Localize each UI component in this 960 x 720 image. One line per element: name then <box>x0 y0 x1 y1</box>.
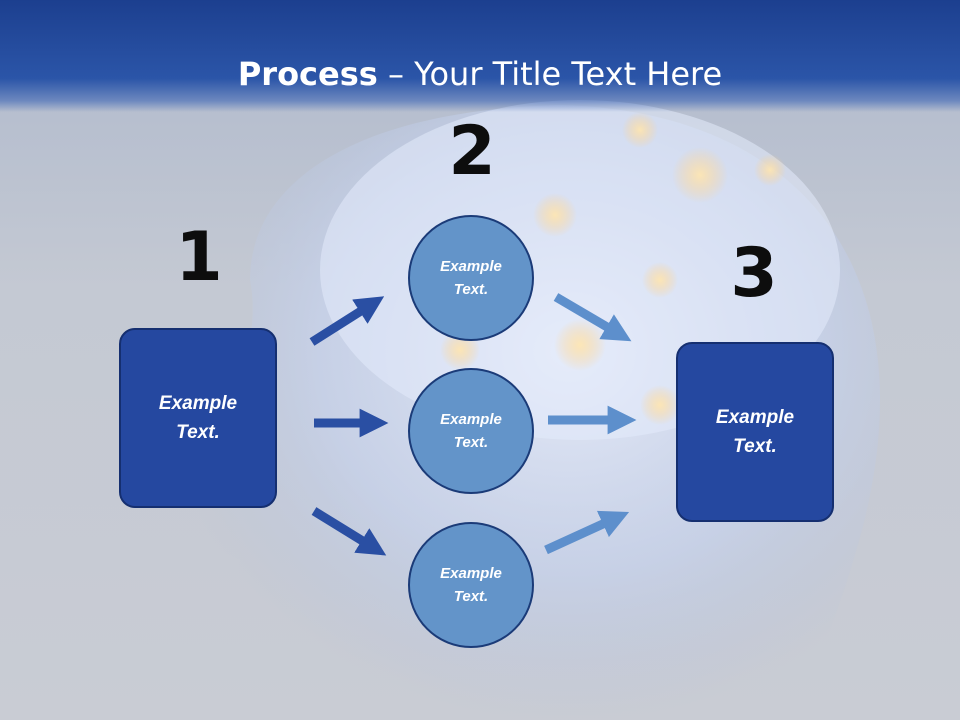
step-1-text: Example Text. <box>158 393 238 443</box>
arrow-2a-to-3 <box>553 293 632 342</box>
step-1-box: Example Text. <box>119 328 277 508</box>
arrow-1-to-2c <box>311 507 387 556</box>
step-2-circle-1: Example Text. <box>408 215 534 341</box>
arrow-1-to-2a <box>309 296 385 346</box>
step-2-item-2-text: Example Text. <box>440 411 502 451</box>
step-2-number: 2 <box>448 112 496 191</box>
title-bar <box>0 0 960 112</box>
step-3-text: Example Text. <box>715 407 795 457</box>
step-2-circle-2: Example Text. <box>408 368 534 494</box>
title-rest: – Your Title Text Here <box>377 55 723 93</box>
step-3-number: 3 <box>730 234 778 313</box>
step-3-box: Example Text. <box>676 342 834 522</box>
title-bold: Process <box>237 55 378 93</box>
step-2-circle-3: Example Text. <box>408 522 534 648</box>
step-2-item-1-text: Example Text. <box>440 258 502 298</box>
step-1-number: 1 <box>175 218 223 297</box>
step-2-item-3-text: Example Text. <box>440 565 502 605</box>
slide-title: Process – Your Title Text Here <box>0 52 960 96</box>
arrow-2c-to-3 <box>544 510 630 555</box>
